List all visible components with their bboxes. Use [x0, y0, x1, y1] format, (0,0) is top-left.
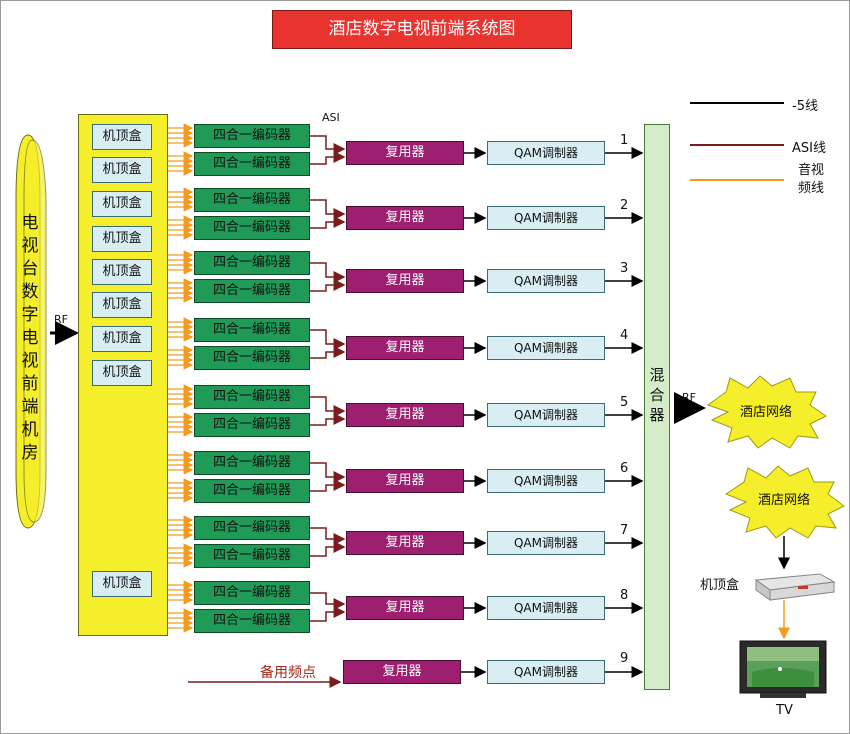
- hotel-network-burst-2: [724, 465, 845, 539]
- rf-output-label: RF: [682, 391, 696, 404]
- encoder-4-2: 四合一编码器: [194, 346, 310, 370]
- channel-number-8: 8: [620, 588, 629, 603]
- stb-8: 机顶盒: [92, 360, 152, 386]
- set-top-box-device: [754, 573, 836, 601]
- qam-modulator-6: QAM调制器: [487, 469, 605, 493]
- multiplexer-9: 复用器: [343, 660, 461, 684]
- encoder-8-1: 四合一编码器: [194, 581, 310, 605]
- source-room-label: 电视台数字电视前端机房: [21, 213, 39, 463]
- tv-label: TV: [776, 703, 793, 718]
- legend-label-asi-line: ASI线: [792, 141, 826, 156]
- channel-number-1: 1: [620, 133, 629, 148]
- multiplexer-1: 复用器: [346, 141, 464, 165]
- rf-input-label: RF: [54, 313, 68, 326]
- encoder-7-2: 四合一编码器: [194, 544, 310, 568]
- qam-modulator-2: QAM调制器: [487, 206, 605, 230]
- qam-modulator-9: QAM调制器: [487, 660, 605, 684]
- stb-6: 机顶盒: [92, 292, 152, 318]
- multiplexer-2: 复用器: [346, 206, 464, 230]
- hotel-network-label-2: 酒店网络: [757, 493, 810, 508]
- channel-number-6: 6: [620, 461, 629, 476]
- channel-number-5: 5: [620, 395, 629, 410]
- encoder-7-1: 四合一编码器: [194, 516, 310, 540]
- qam-modulator-8: QAM调制器: [487, 596, 605, 620]
- stb-9: 机顶盒: [92, 571, 152, 597]
- encoder-6-2: 四合一编码器: [194, 479, 310, 503]
- encoder-2-2: 四合一编码器: [194, 216, 310, 240]
- set-top-box-label: 机顶盒: [700, 578, 740, 593]
- diagram-title: 酒店数字电视前端系统图: [272, 10, 572, 49]
- qam-modulator-3: QAM调制器: [487, 269, 605, 293]
- multiplexer-3: 复用器: [346, 269, 464, 293]
- channel-number-4: 4: [620, 328, 629, 343]
- encoder-4-1: 四合一编码器: [194, 318, 310, 342]
- stb-5: 机顶盒: [92, 259, 152, 285]
- encoder-5-1: 四合一编码器: [194, 385, 310, 409]
- encoder-3-2: 四合一编码器: [194, 279, 310, 303]
- encoder-1-2: 四合一编码器: [194, 152, 310, 176]
- multiplexer-8: 复用器: [346, 596, 464, 620]
- legend-label-av-line: 音视频线: [798, 163, 825, 196]
- source-room-shape: [15, 134, 47, 529]
- channel-number-9: 9: [620, 651, 629, 666]
- tv-set: [739, 640, 827, 698]
- stb-1: 机顶盒: [92, 124, 152, 150]
- multiplexer-4: 复用器: [346, 336, 464, 360]
- multiplexer-7: 复用器: [346, 531, 464, 555]
- asi-label: ASI: [322, 111, 340, 124]
- qam-modulator-5: QAM调制器: [487, 403, 605, 427]
- legend-label-5-line: -5线: [792, 99, 818, 114]
- multiplexer-5: 复用器: [346, 403, 464, 427]
- hotel-network-label-1: 酒店网络: [739, 405, 792, 420]
- multiplexer-6: 复用器: [346, 469, 464, 493]
- encoder-6-1: 四合一编码器: [194, 451, 310, 475]
- qam-modulator-1: QAM调制器: [487, 141, 605, 165]
- encoder-5-2: 四合一编码器: [194, 413, 310, 437]
- stb-3: 机顶盒: [92, 191, 152, 217]
- stb-2: 机顶盒: [92, 157, 152, 183]
- mixer-label: 混合器: [649, 366, 665, 424]
- stb-4: 机顶盒: [92, 226, 152, 252]
- mixer: 混合器: [644, 124, 670, 690]
- hotel-network-burst-1: [706, 375, 827, 449]
- encoder-8-2: 四合一编码器: [194, 609, 310, 633]
- qam-modulator-7: QAM调制器: [487, 531, 605, 555]
- encoder-2-1: 四合一编码器: [194, 188, 310, 212]
- channel-number-2: 2: [620, 198, 629, 213]
- stb-7: 机顶盒: [92, 326, 152, 352]
- spare-channel-label: 备用频点: [260, 665, 316, 681]
- encoder-1-1: 四合一编码器: [194, 124, 310, 148]
- channel-number-7: 7: [620, 523, 629, 538]
- qam-modulator-4: QAM调制器: [487, 336, 605, 360]
- encoder-3-1: 四合一编码器: [194, 251, 310, 275]
- channel-number-3: 3: [620, 261, 629, 276]
